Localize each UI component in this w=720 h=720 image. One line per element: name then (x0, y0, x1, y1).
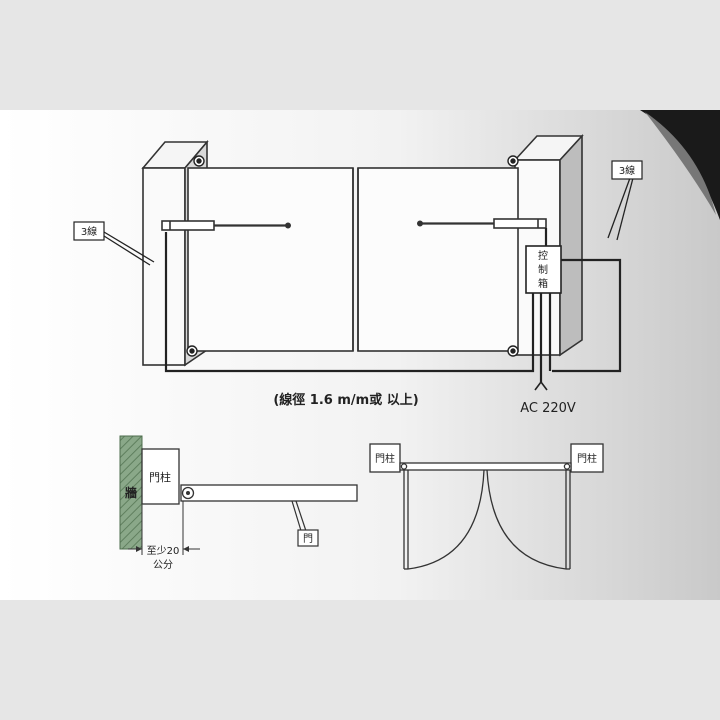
wire-spec-note: (線徑 1.6 m/m或 以上) (273, 392, 418, 408)
control-box (525, 245, 562, 294)
right-gate-leaf (357, 167, 519, 352)
left-wire-label: 3線 (81, 225, 97, 238)
control-box-char: 箱 (538, 277, 548, 290)
gate-post-label: 門柱 (149, 470, 171, 484)
power-label: AC 220V (520, 401, 576, 416)
control-box-char: 控 (538, 249, 548, 262)
left-gate-leaf (187, 167, 354, 352)
top-view-drawing: 門柱 門柱 (369, 443, 604, 570)
right-post-label: 門柱 (577, 452, 597, 465)
right-wire-label: 3線 (619, 164, 635, 177)
main-gate-drawing (141, 133, 622, 391)
gate-bar (180, 484, 358, 502)
right-post-box (570, 443, 604, 473)
min-distance-label: 至少20 (147, 545, 180, 557)
page-curl-corner (640, 110, 720, 220)
side-view-drawing: 牆 門柱 門 至少20 公分 (119, 435, 358, 571)
left-swing-arc (407, 469, 485, 570)
gate-post (141, 448, 180, 505)
left-opener-arm (161, 220, 291, 231)
left-post-label: 門柱 (375, 452, 395, 465)
gate-label: 門 (303, 533, 313, 545)
right-swing-arc (486, 469, 567, 570)
left-wire-callout: 3線 (73, 221, 155, 266)
right-wire-callout: 3線 (607, 160, 643, 241)
right-opener-arm (416, 218, 547, 229)
control-box-label: 控 制 箱 (538, 249, 548, 290)
hinge (186, 155, 519, 357)
left-post-box (369, 443, 401, 473)
wiring (164, 228, 622, 391)
min-distance-unit: 公分 (153, 559, 173, 571)
control-box-char: 制 (538, 263, 548, 276)
wall-label: 牆 (125, 485, 137, 500)
